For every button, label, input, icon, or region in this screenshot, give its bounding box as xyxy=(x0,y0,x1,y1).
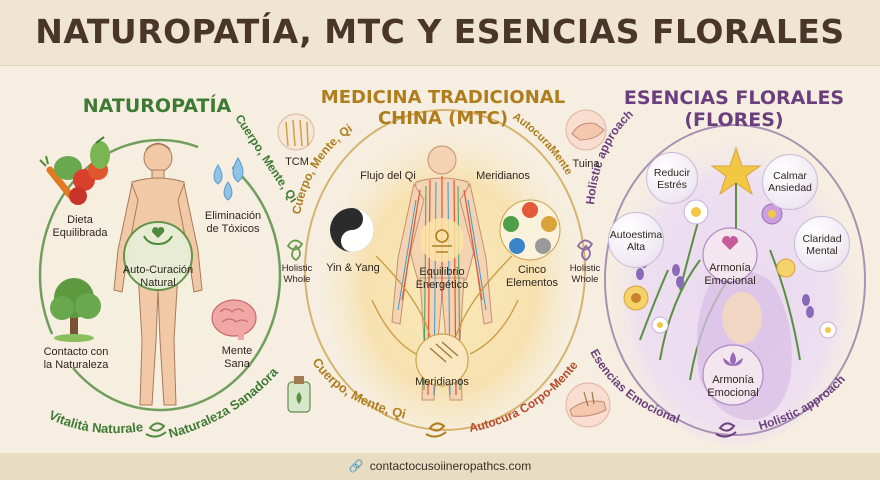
brain-icon xyxy=(211,299,257,340)
needles-bottom-icon xyxy=(429,341,459,363)
label-holistic-right: Holistic Whole xyxy=(569,263,601,285)
flores-cycle xyxy=(604,124,866,436)
label-mente: Mente Sana xyxy=(221,345,253,370)
daisy-icon xyxy=(623,199,837,339)
yin-yang-icon xyxy=(330,208,374,252)
meridian-figure-icon xyxy=(391,145,493,401)
naturopatia-title: NATUROPATÍA xyxy=(82,95,232,117)
footer-band: 🔗contactocusoiineropathcs.com xyxy=(0,453,880,480)
label-tuina: Tuina xyxy=(572,158,600,170)
yellow-lily-icon xyxy=(710,146,762,230)
hand-needle-icon xyxy=(565,382,611,428)
naturopatia-cycle xyxy=(38,138,282,412)
swirl-flores-icon xyxy=(715,422,737,438)
label-tcm: TCM xyxy=(285,156,309,168)
water-drops-icon xyxy=(213,157,244,201)
footer-link[interactable]: 🔗contactocusoiineropathcs.com xyxy=(348,459,532,473)
label-armonia-bottom: Armonía Emocional xyxy=(707,374,759,399)
mtc-cycle xyxy=(304,109,586,431)
heart-icon xyxy=(722,236,738,250)
label-contacto: Contacto con la Naturaleza xyxy=(43,346,109,371)
label-armonia-top: Armonía Emocional xyxy=(704,262,756,287)
heart-hands-icon xyxy=(143,227,173,246)
swirl-mtc-icon xyxy=(425,422,447,438)
five-elements-icon xyxy=(499,199,561,261)
lotus-icon xyxy=(723,352,743,366)
bubble-calmar-ansiedad: Calmar Ansiedad xyxy=(762,154,818,210)
label-autocuracion: Auto-Curación Natural xyxy=(122,264,194,289)
holistic-left-icon xyxy=(286,239,304,262)
meridianos-circle xyxy=(415,333,469,387)
label-meridianos-bottom: Meridianos xyxy=(415,376,469,388)
holistic-right-icon xyxy=(576,239,594,262)
bubble-autoestima: Autoestima Alta xyxy=(608,212,664,268)
label-holistic-left: Holistic Whole xyxy=(281,263,313,285)
link-icon: 🔗 xyxy=(348,459,364,473)
flow-arrows xyxy=(371,255,519,355)
armonia-bottom-circle xyxy=(702,344,764,406)
flores-title: ESENCIAS FLORALES (FLORES) xyxy=(623,87,845,131)
label-dieta: Dieta Equilibrada xyxy=(52,214,108,239)
label-cinco-elementos: Cinco Elementos xyxy=(506,264,558,289)
label-toxicos: Eliminación de Tóxicos xyxy=(204,210,262,235)
tomato-icon xyxy=(39,136,110,205)
swirl-icon-left xyxy=(145,422,167,438)
label-equilibrio: Equilibrio Energético xyxy=(415,266,469,291)
armonia-top-circle xyxy=(702,227,758,283)
autocuracion-circle xyxy=(123,221,193,291)
bubble-claridad-mental: Claridad Mental xyxy=(794,216,850,272)
label-yin-yang: Yin & Yang xyxy=(326,262,380,274)
bottle-icon xyxy=(287,376,311,413)
mtc-title: MEDICINA TRADICIONAL CHINA (MTC) xyxy=(320,87,566,129)
bubble-reducir-estres: Reducir Estrés xyxy=(646,152,698,204)
acupuncture-needles-icon xyxy=(277,113,315,151)
header-band: NATUROPATÍA, MTC Y ESENCIAS FLORALES xyxy=(0,0,880,66)
balance-icon xyxy=(432,229,452,253)
label-meridianos-top: Meridianos xyxy=(476,170,530,182)
tree-icon xyxy=(50,278,101,342)
hand-massage-icon xyxy=(565,109,607,151)
label-flujo-qi: Flujo del Qi xyxy=(360,170,416,182)
page-title: NATUROPATÍA, MTC Y ESENCIAS FLORALES xyxy=(35,12,845,51)
